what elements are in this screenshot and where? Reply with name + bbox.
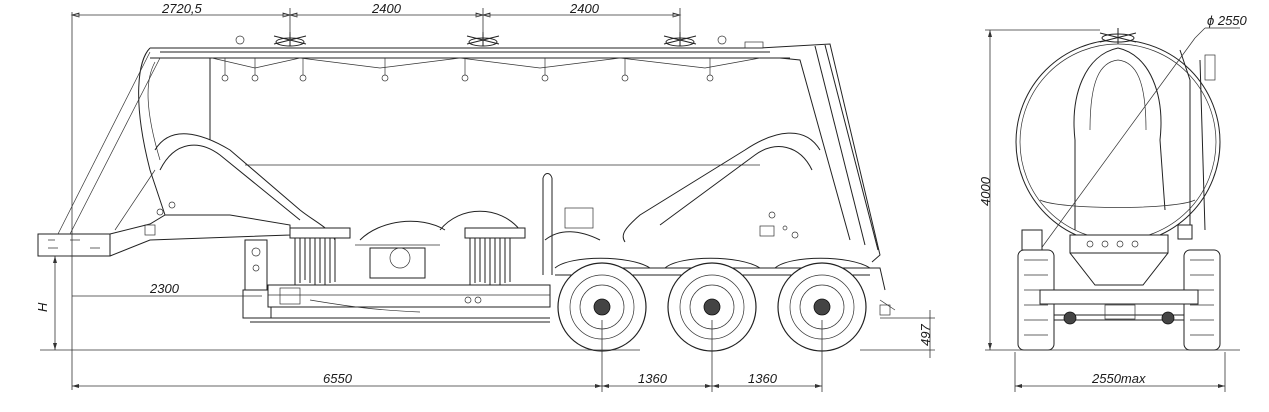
side-dimensions: 2720,5 2400 2400 2300 H 497 6550 1360 13…: [35, 1, 935, 392]
wheel-axle-2: [667, 262, 757, 352]
wheel-axle-1: [557, 262, 647, 352]
rear-view: [1015, 27, 1240, 351]
dim-front-to-axle: 6550: [323, 371, 353, 386]
dim-top-second: 2400: [371, 1, 402, 16]
dim-height-symbol: H: [35, 302, 50, 312]
compressor-unit: [355, 244, 440, 279]
loading-hatch-3: [663, 32, 697, 47]
discharge-pipes-rear: [464, 227, 526, 301]
top-walkway: [211, 57, 761, 82]
loading-hatch-1: [273, 32, 307, 47]
landing-gear: [242, 239, 272, 319]
dim-kingpin-height: 2300: [149, 281, 180, 296]
gooseneck: [37, 51, 291, 257]
dim-top-third: 2400: [569, 1, 600, 16]
tank-body: [138, 43, 881, 275]
loading-hatch-2: [466, 32, 500, 47]
dim-axle-spacing-1: 1360: [638, 371, 668, 386]
dim-total-height: 4000: [978, 176, 993, 206]
dim-tank-diameter: ϕ 2550: [1207, 13, 1248, 28]
dim-axle-spacing-2: 1360: [748, 371, 778, 386]
dim-top-first: 2720,5: [161, 1, 203, 16]
dim-width: 2550max: [1091, 371, 1146, 386]
side-view: [37, 32, 896, 352]
dim-ground-clearance: 497: [918, 324, 933, 346]
rear-dimensions: 4000 ϕ 2550 2550max: [978, 13, 1248, 392]
